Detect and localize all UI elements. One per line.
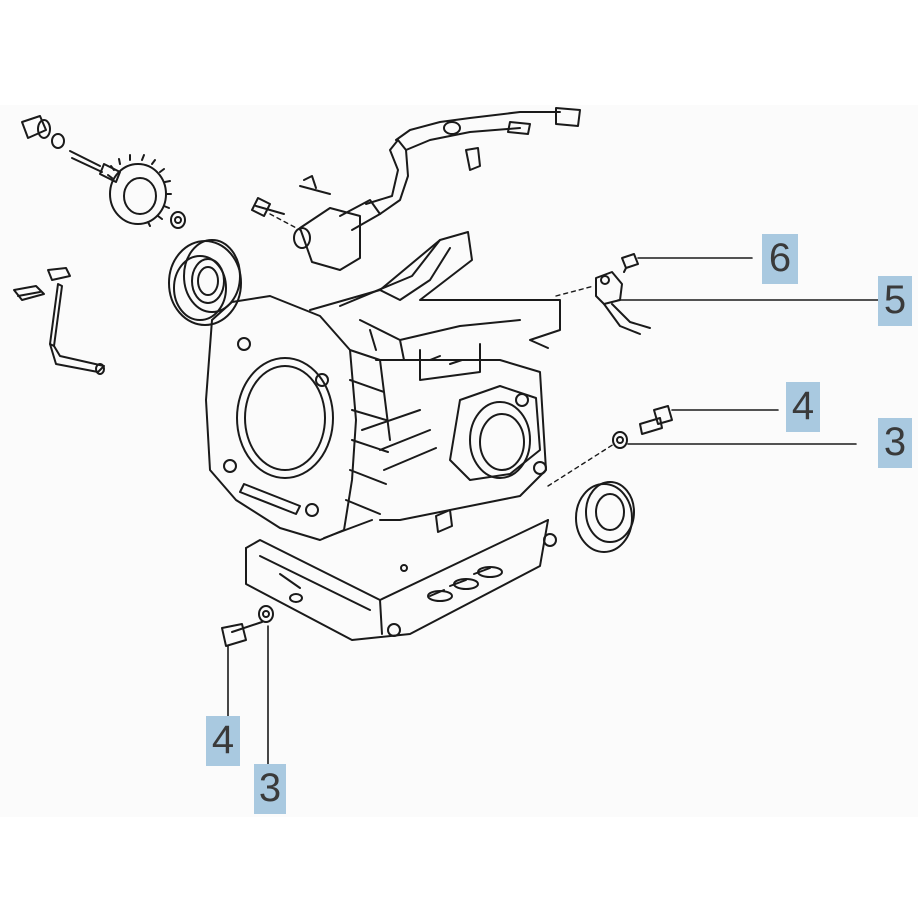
breather-tube-harness xyxy=(251,107,581,271)
callout-3-right: 3 xyxy=(878,418,912,468)
callout-5: 5 xyxy=(878,276,912,326)
governor-gear-assembly xyxy=(21,115,186,229)
leader-lines xyxy=(227,257,879,769)
callout-4-bottom: 4 xyxy=(206,716,240,766)
crankshaft-bearing xyxy=(168,239,242,326)
governor-lever xyxy=(13,267,105,375)
diagram-panel xyxy=(0,105,918,817)
callout-6: 6 xyxy=(762,234,798,284)
callout-3-bottom: 3 xyxy=(254,764,286,814)
callout-4-right: 4 xyxy=(786,382,820,432)
crankcase-body xyxy=(205,231,561,641)
alignment-lines xyxy=(269,213,615,487)
oil-seal xyxy=(575,481,635,553)
